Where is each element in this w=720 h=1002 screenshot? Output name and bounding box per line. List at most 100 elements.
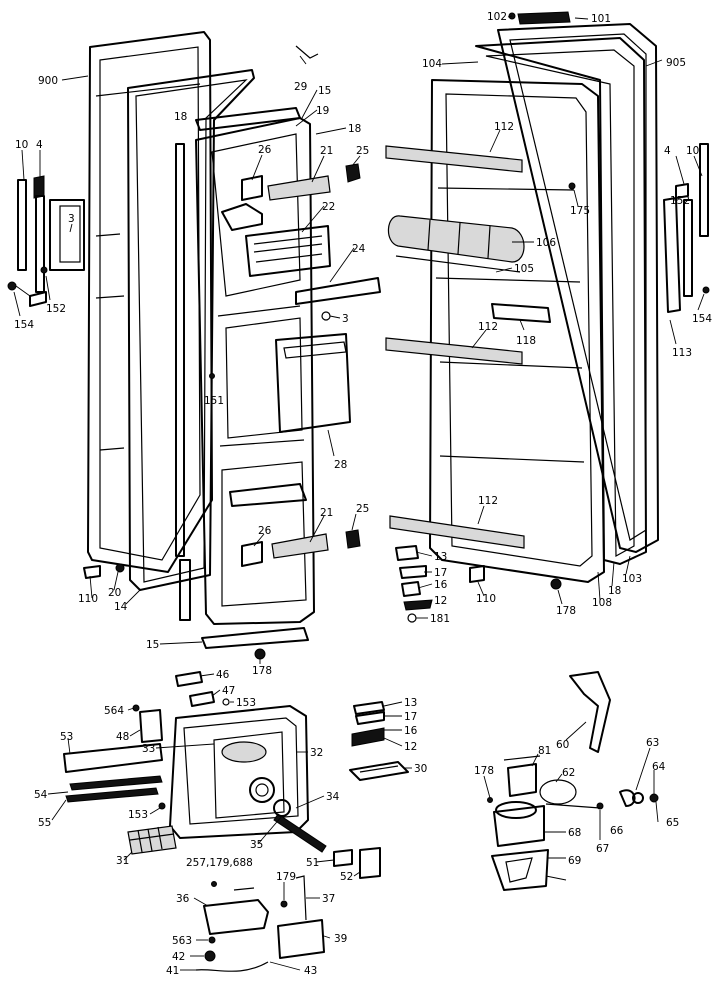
callout-118: 118: [516, 335, 536, 347]
leader-lines: [13, 15, 705, 971]
callout-110: 110: [476, 593, 496, 605]
callout-10: 10: [686, 145, 699, 157]
callout-46: 46: [216, 669, 230, 681]
callout-25: 25: [356, 145, 369, 157]
dispenser-small-parts: [63, 671, 409, 972]
dispenser-housing: [169, 705, 309, 839]
callout-34: 34: [326, 791, 340, 803]
callout-25: 25: [356, 503, 369, 515]
callout-55: 55: [38, 817, 51, 829]
freezer-door-liner: [195, 117, 315, 625]
callout-12: 12: [434, 595, 447, 607]
callout-151: 151: [204, 395, 224, 407]
callout-41: 41: [166, 965, 179, 977]
door-bin-cylinder: [387, 215, 525, 273]
callout-154: 154: [692, 313, 712, 325]
callout-4: 4: [664, 145, 671, 157]
callout-63: 63: [646, 737, 659, 749]
callout-563: 563: [172, 935, 192, 947]
callout-37: 37: [322, 893, 335, 905]
freezer-door-gasket: [127, 69, 255, 591]
callout-16: 16: [404, 725, 418, 737]
callout-12: 12: [404, 741, 417, 753]
callout-175: 175: [570, 205, 590, 217]
callout-113: 113: [672, 347, 692, 359]
callout-112: 112: [478, 321, 498, 333]
callout-51: 51: [306, 857, 319, 869]
callout-26: 26: [258, 525, 272, 537]
callout-178: 178: [252, 665, 272, 677]
fresh-food-door-liner: [429, 79, 605, 583]
callout-47: 47: [222, 685, 235, 697]
callout-31: 31: [116, 855, 129, 867]
callout-4: 4: [36, 139, 43, 151]
callout-104: 104: [422, 58, 442, 70]
callout-257-179-688: 257,179,688: [186, 857, 253, 869]
callout-14: 14: [114, 601, 128, 613]
callout-62: 62: [562, 767, 575, 779]
right-door-small-parts: [395, 11, 710, 623]
callout-153: 153: [236, 697, 256, 709]
callout-28: 28: [334, 459, 347, 471]
callout-18: 18: [174, 111, 187, 123]
callout-26: 26: [258, 144, 272, 156]
callout-16: 16: [434, 579, 448, 591]
callout-18: 18: [348, 123, 361, 135]
callout-181: 181: [430, 613, 450, 625]
callout-900: 900: [38, 75, 58, 87]
ice-chute-parts: [487, 671, 659, 891]
callout-152: 152: [46, 303, 66, 315]
callout-112: 112: [494, 121, 514, 133]
callout-178: 178: [474, 765, 494, 777]
callout-54: 54: [34, 789, 48, 801]
callout-39: 39: [334, 933, 347, 945]
callout-24: 24: [352, 243, 366, 255]
callout-labels: 102 101 900 29 15 19 18 18 104 905 10 4 …: [14, 11, 712, 977]
callout-67: 67: [596, 843, 609, 855]
callout-36: 36: [176, 893, 190, 905]
callout-20: 20: [108, 587, 121, 599]
callout-22: 22: [322, 201, 335, 213]
callout-101: 101: [591, 13, 611, 25]
callout-17: 17: [434, 567, 447, 579]
callout-29: 29: [294, 81, 307, 93]
callout-112: 112: [478, 495, 498, 507]
callout-154: 154: [14, 319, 34, 331]
callout-13: 13: [434, 551, 447, 563]
callout-65: 65: [666, 817, 679, 829]
callout-106: 106: [536, 237, 556, 249]
callout-3: 3: [68, 213, 75, 225]
fresh-food-door-gasket: [475, 37, 647, 565]
callout-52: 52: [340, 871, 353, 883]
callout-21: 21: [320, 507, 333, 519]
callout-53: 53: [60, 731, 73, 743]
callout-48: 48: [116, 731, 129, 743]
callout-33: 33: [142, 743, 155, 755]
callout-15: 15: [146, 639, 159, 651]
callout-64: 64: [652, 761, 666, 773]
callout-13: 13: [404, 697, 417, 709]
fresh-food-door-outer-panel: [497, 23, 659, 553]
callout-43: 43: [304, 965, 317, 977]
callout-60: 60: [556, 739, 569, 751]
callout-81: 81: [538, 745, 551, 757]
callout-178: 178: [556, 605, 576, 617]
callout-3: 3: [342, 313, 349, 325]
callout-153: 153: [128, 809, 148, 821]
callout-564: 564: [104, 705, 124, 717]
callout-19: 19: [316, 105, 329, 117]
callout-102: 102: [487, 11, 507, 23]
callout-66: 66: [610, 825, 624, 837]
freezer-gasket-strip: [175, 143, 191, 621]
callout-21: 21: [320, 145, 333, 157]
hinge-trim-left: [7, 175, 85, 307]
dispenser-shelf-parts: [83, 45, 381, 660]
callout-32: 32: [310, 747, 323, 759]
callout-42: 42: [172, 951, 185, 963]
freezer-door-outer-panel: [87, 31, 213, 573]
callout-35: 35: [250, 839, 263, 851]
callout-179: 179: [276, 871, 296, 883]
callout-17: 17: [404, 711, 417, 723]
callout-103: 103: [622, 573, 642, 585]
